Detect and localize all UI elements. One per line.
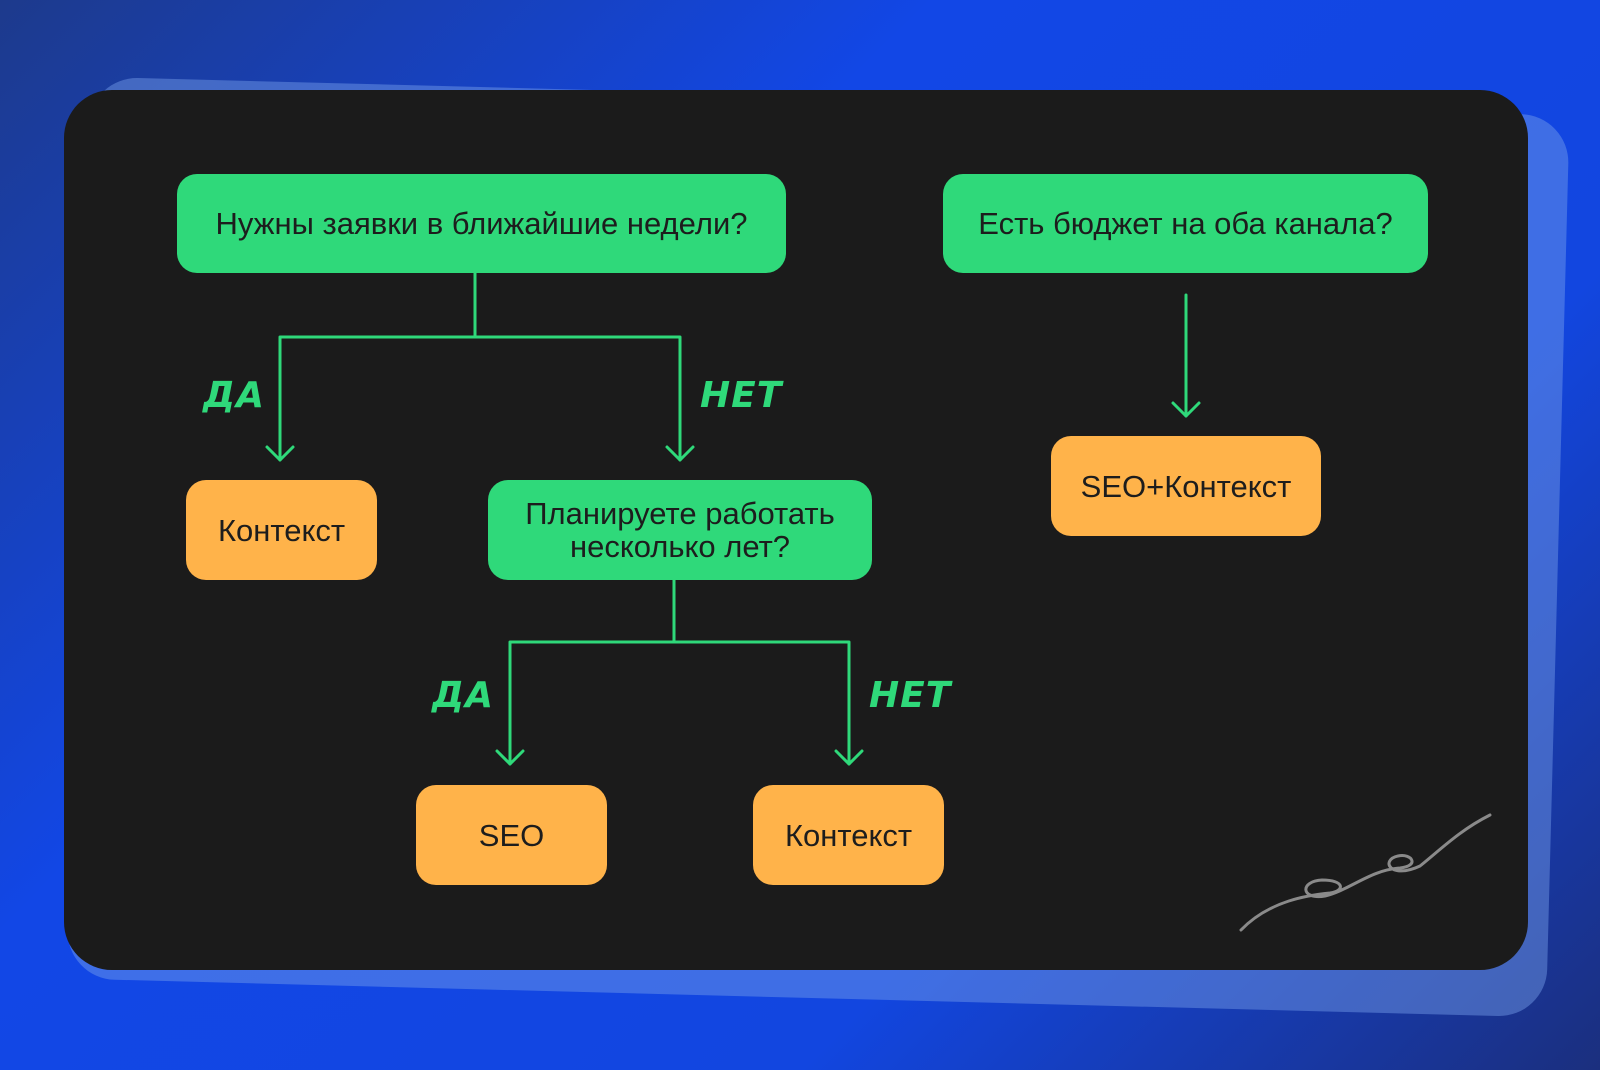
result-context-1: Контекст — [186, 480, 377, 580]
result-context-1-text: Контекст — [217, 512, 346, 548]
label-yes-1: ДА — [203, 375, 265, 416]
label-no-1: НЕТ — [700, 375, 783, 416]
result-context-2: Контекст — [753, 785, 944, 885]
question-leads-soon-text: Нужны заявки в ближайшие недели? — [215, 206, 748, 241]
label-no-2: НЕТ — [869, 675, 952, 716]
result-context-2-text: Контекст — [784, 817, 913, 853]
label-yes-2: ДА — [432, 675, 494, 716]
result-seo-context: SEO+Контекст — [1051, 436, 1321, 536]
result-seo: SEO — [416, 785, 607, 885]
question-long-term-text: Планируете работать несколько лет? — [525, 496, 835, 564]
question-budget-both: Есть бюджет на оба канала? — [943, 174, 1428, 273]
result-seo-context-text: SEO+Контекст — [1080, 468, 1292, 504]
question-leads-soon: Нужны заявки в ближайшие недели? — [177, 174, 786, 273]
question-long-term: Планируете работать несколько лет? — [488, 480, 872, 580]
result-seo-text: SEO — [478, 817, 545, 853]
question-budget-both-text: Есть бюджет на оба канала? — [978, 206, 1393, 241]
